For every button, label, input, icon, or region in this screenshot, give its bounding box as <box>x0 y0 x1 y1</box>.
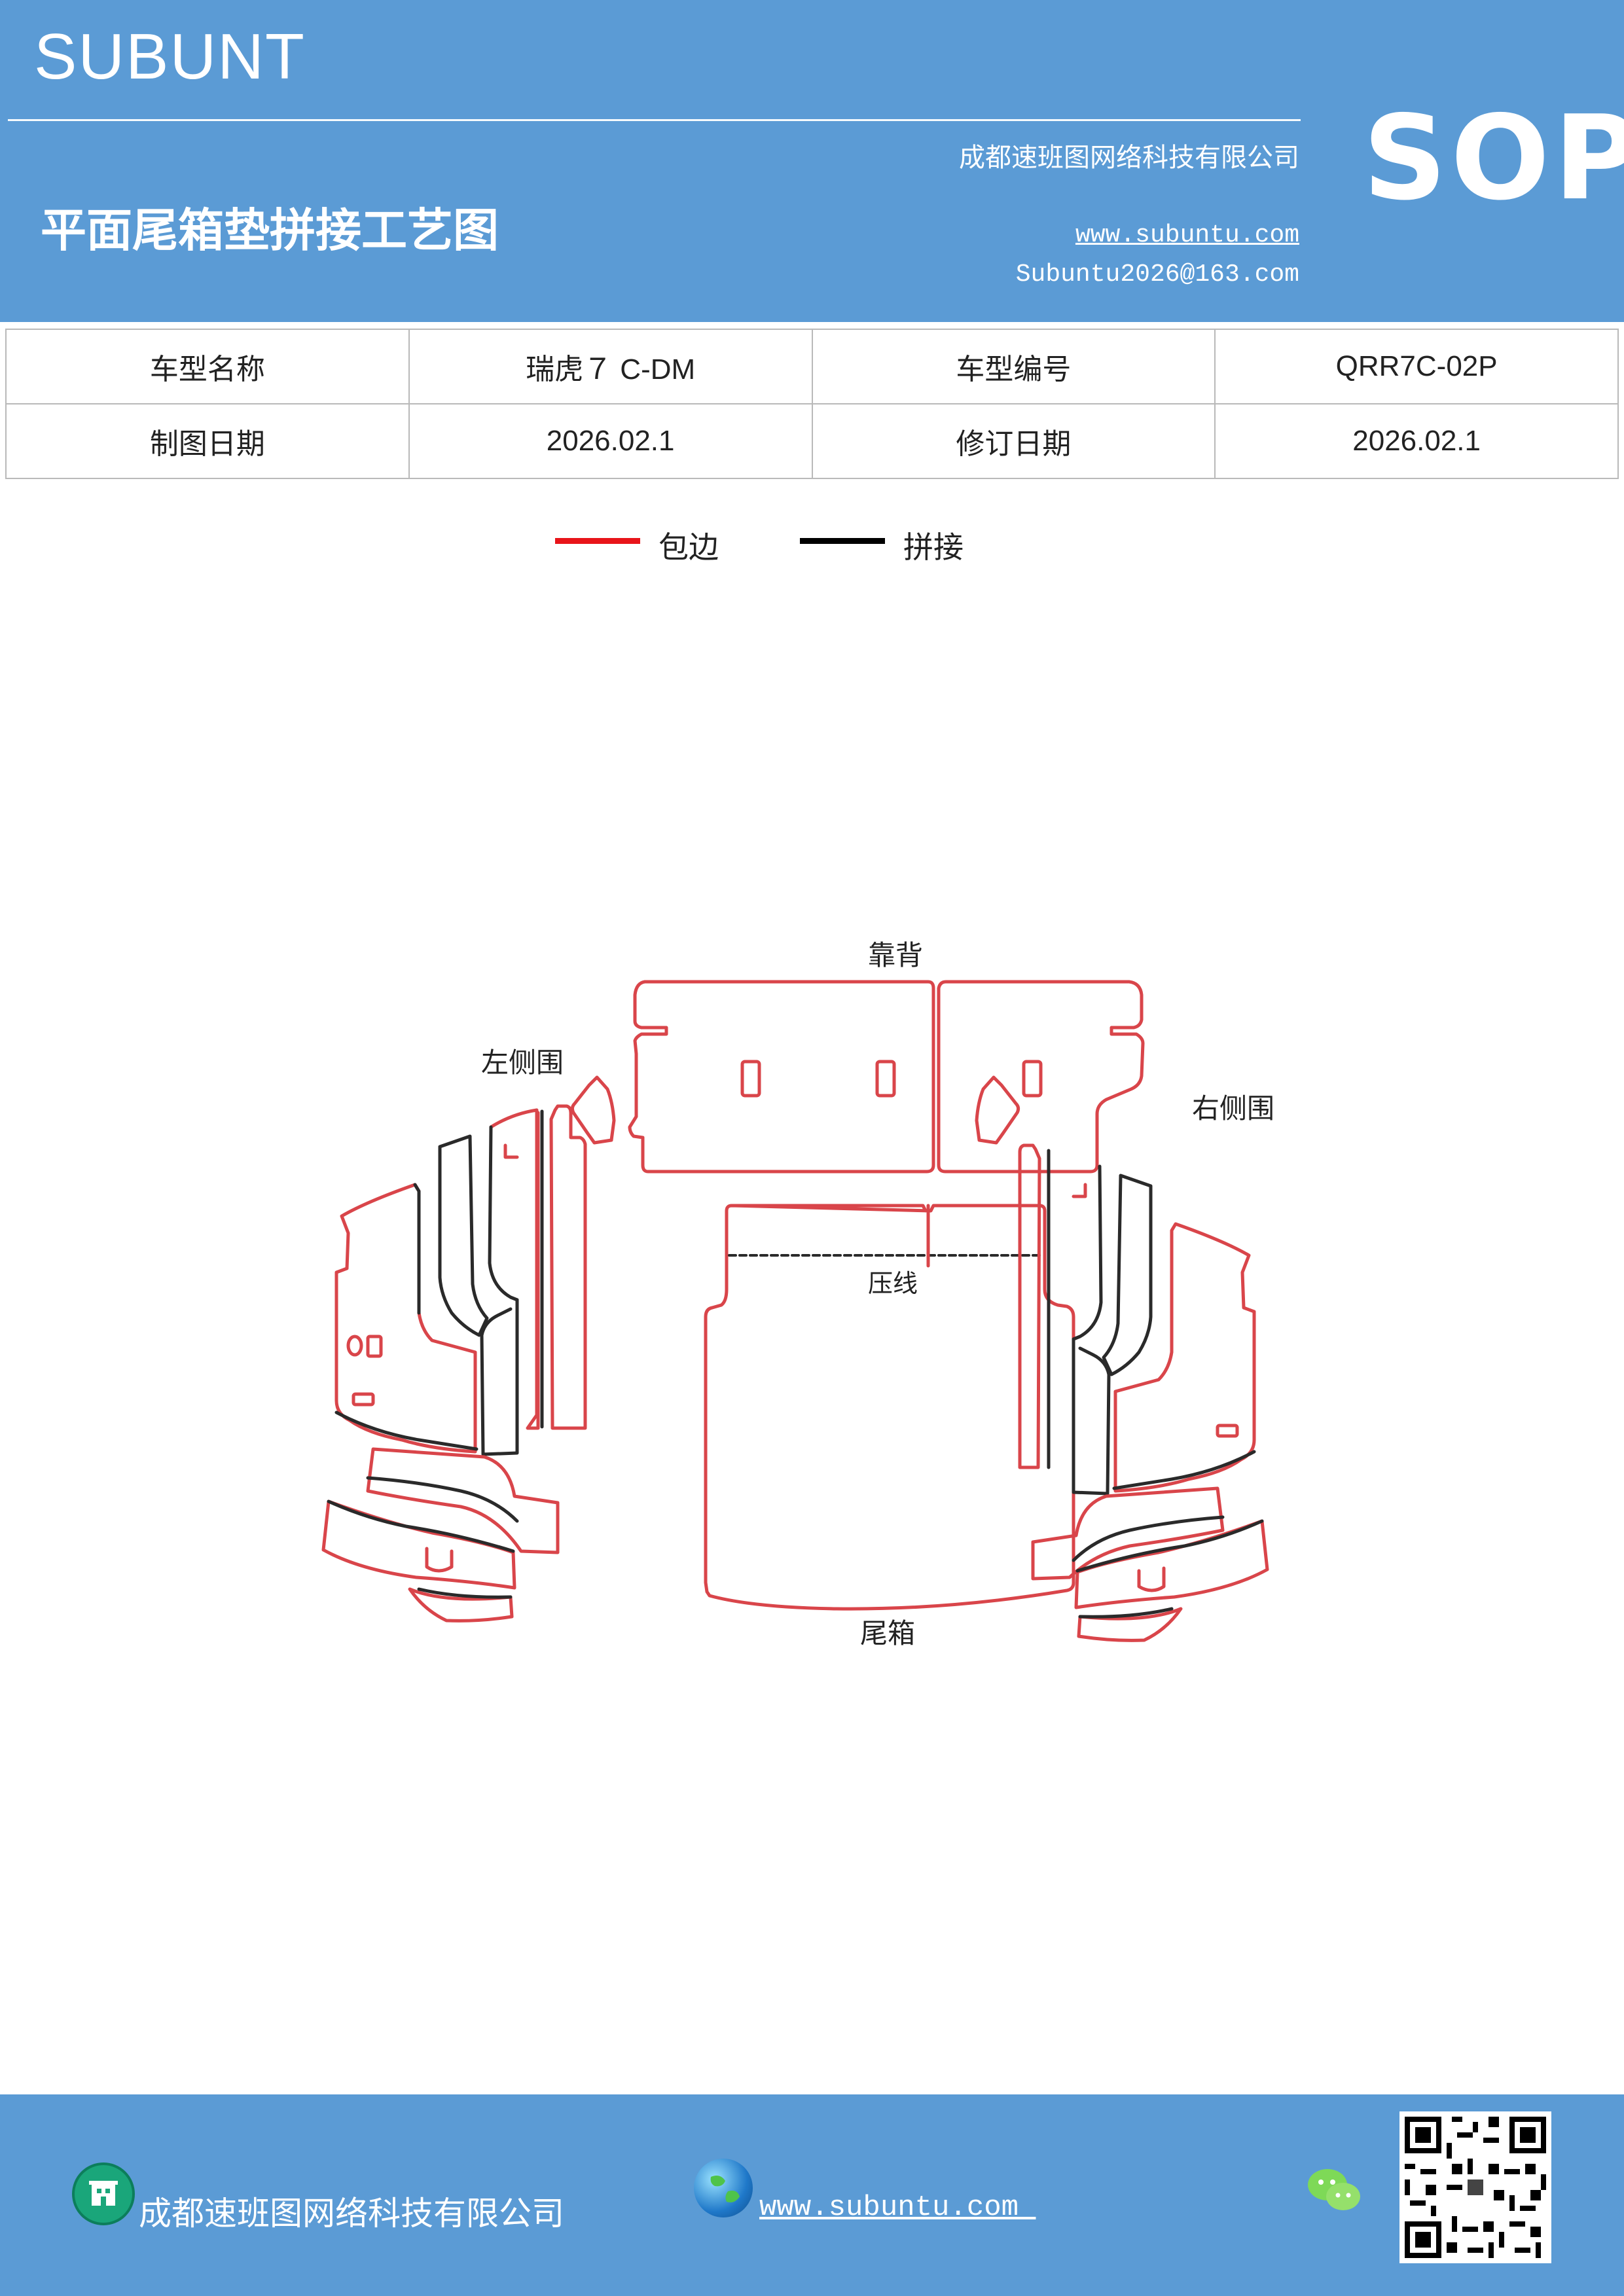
left-wall-hook <box>503 1143 519 1159</box>
trunk-mat-diagram: 靠背 左侧围 右侧围 压线 尾箱 <box>321 939 1274 1649</box>
label-model-name: 车型名称 <box>5 329 410 404</box>
globe-icon <box>694 2159 753 2217</box>
footer-banner: 成都速班图网络科技有限公司 www.subuntu.com <box>0 2094 1624 2296</box>
right-side-wall <box>975 1075 1269 1642</box>
legend-item-seam: 拼接 <box>800 524 996 569</box>
left-bottom-strip <box>408 1587 514 1623</box>
backrest-slot <box>1022 1060 1043 1098</box>
header-divider <box>8 119 1301 121</box>
table-row: 车型名称 瑞虎７ C-DM 车型编号 QRR7C-02P <box>5 329 1619 404</box>
label-revision-date: 修订日期 <box>811 403 1216 479</box>
label-trunk: 尾箱 <box>860 1617 915 1649</box>
sop-badge: SOP <box>1363 90 1624 226</box>
left-wall-upper <box>489 1108 540 1430</box>
website-link[interactable]: www.subuntu.com <box>1075 221 1299 249</box>
left-wall-hole <box>352 1392 375 1407</box>
left-wall-seam <box>438 1134 489 1337</box>
label-left-side: 左侧围 <box>481 1047 564 1079</box>
label-model-code: 车型编号 <box>811 329 1216 404</box>
left-lower-hook <box>425 1547 454 1573</box>
legend-swatch-edge <box>555 538 640 544</box>
left-bottom-seam <box>417 1587 513 1599</box>
left-wall-hole <box>366 1335 383 1358</box>
document-title: 平面尾箱垫拼接工艺图 <box>41 204 499 257</box>
backrest-left-panel <box>628 980 935 1174</box>
label-right-side: 右侧围 <box>1192 1092 1274 1124</box>
email-address[interactable]: Subuntu2026@163.com <box>1015 260 1299 289</box>
value-revision-date: 2026.02.1 <box>1214 403 1619 479</box>
brand-name: SUBUNT <box>34 20 306 92</box>
footer-website-link[interactable]: www.subuntu.com <box>759 2191 1036 2224</box>
header-banner: SUBUNT 成都速班图网络科技有限公司 平面尾箱垫拼接工艺图 www.subu… <box>0 0 1624 322</box>
legend-item-edge: 包边 <box>555 524 751 569</box>
footer-company: 成都速班图网络科技有限公司 <box>139 2195 564 2233</box>
left-wall-outer-seam <box>413 1183 421 1315</box>
left-wall-strip <box>549 1104 587 1430</box>
left-wall-seam <box>488 1125 519 1302</box>
legend-label-seam: 拼接 <box>903 529 964 565</box>
qr-code <box>1399 2111 1551 2263</box>
building-icon <box>72 2162 135 2225</box>
left-wall-tab <box>570 1075 616 1145</box>
company-name: 成都速班图网络科技有限公司 <box>959 143 1299 173</box>
left-wall-hole <box>346 1335 363 1357</box>
backrest-slot <box>875 1060 896 1098</box>
legend-label-edge: 包边 <box>659 529 719 565</box>
left-wall-seam <box>480 1298 519 1456</box>
table-row: 制图日期 2026.02.1 修订日期 2026.02.1 <box>5 403 1619 479</box>
value-model-name: 瑞虎７ C-DM <box>408 329 813 404</box>
left-lower-seam <box>327 1499 515 1553</box>
value-draw-date: 2026.02.1 <box>408 403 813 479</box>
vehicle-info-table: 车型名称 瑞虎７ C-DM 车型编号 QRR7C-02P 制图日期 2026.0… <box>5 329 1619 479</box>
backrest-right-panel <box>937 980 1145 1174</box>
left-lower-band <box>366 1447 560 1554</box>
wechat-icon <box>1305 2165 1363 2216</box>
label-crease: 压线 <box>868 1269 918 1298</box>
value-model-code: QRR7C-02P <box>1214 329 1619 404</box>
trunk-floor-panel <box>704 1204 1075 1611</box>
backrest-slot <box>740 1060 761 1098</box>
legend-swatch-seam <box>800 538 885 544</box>
left-lower-seam <box>366 1476 519 1523</box>
left-wall-outer-seam <box>334 1410 478 1451</box>
label-draw-date: 制图日期 <box>5 403 410 479</box>
label-backrest: 靠背 <box>868 939 923 971</box>
